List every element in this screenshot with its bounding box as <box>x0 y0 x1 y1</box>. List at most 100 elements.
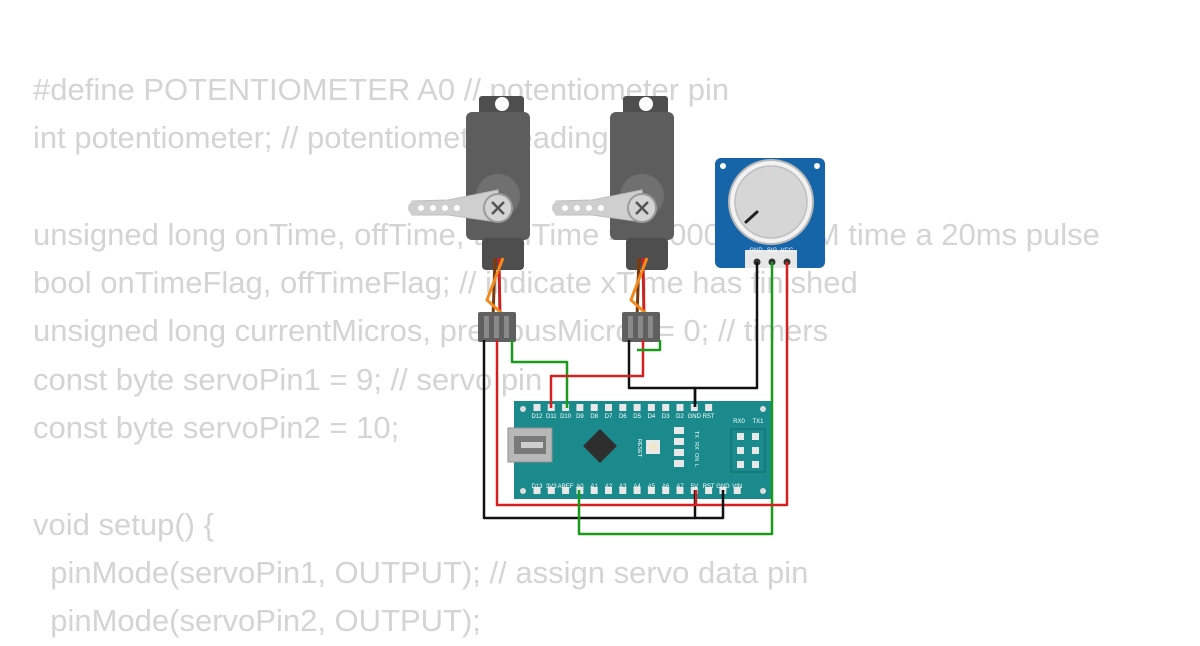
wire-pot-gnd[interactable] <box>693 262 759 407</box>
serial-label-rx0: RX0 <box>733 419 745 425</box>
nano-pin-pad[interactable] <box>590 487 598 494</box>
nano-pin-pad[interactable] <box>705 487 713 494</box>
nano-pin-label: A7 <box>676 484 684 490</box>
pot-pin-label-gnd: GND <box>749 248 763 254</box>
potentiometer-module[interactable]: GND SIG VCC <box>715 158 825 268</box>
pot-pin-label-sig: SIG <box>767 248 778 254</box>
code-line: const byte servoPin2 = 10; <box>33 410 400 446</box>
nano-pin-label: AREF <box>558 484 574 490</box>
nano-pin-pad[interactable] <box>690 404 698 411</box>
servo-mount-hole <box>495 97 509 111</box>
nano-pin-label: A5 <box>648 484 656 490</box>
reset-label: RESET <box>636 439 642 458</box>
wire-pot-vcc[interactable] <box>697 262 789 507</box>
nano-pin-label: D10 <box>560 414 572 420</box>
wires <box>482 262 789 536</box>
nano-pin-pad[interactable] <box>676 404 684 411</box>
nano-pin-pad[interactable] <box>662 487 670 494</box>
led-label-tx: TX <box>693 431 699 438</box>
nano-pin-pad[interactable] <box>533 404 541 411</box>
serial-label-tx1: TX1 <box>752 419 764 425</box>
nano-pin-label: A0 <box>576 484 584 490</box>
servo-mount-tab-bottom <box>482 238 524 270</box>
nano-pin-label: 5V <box>691 484 698 490</box>
nano-pin-label: D6 <box>619 414 627 420</box>
nano-pin-label: VIN <box>732 484 742 490</box>
icsp-header <box>730 428 766 473</box>
nano-pin-pad[interactable] <box>733 487 741 494</box>
nano-pin-pad[interactable] <box>590 404 598 411</box>
servo-wire-brown <box>491 257 497 319</box>
wire-servo1-signal[interactable] <box>510 340 569 408</box>
nano-pin-pad[interactable] <box>633 404 641 411</box>
nano-pin-pad[interactable] <box>576 404 584 411</box>
servo-motor-1[interactable] <box>408 96 530 342</box>
nano-pin-label: RST <box>703 484 715 490</box>
nano-pin-label: A4 <box>633 484 641 490</box>
nano-pin-label: A2 <box>605 484 613 490</box>
pot-pin-label-vcc: VCC <box>781 248 794 254</box>
servo-motor-2[interactable] <box>552 96 674 342</box>
code-background: #define POTENTIOMETER A0 // potentiomete… <box>33 66 1100 646</box>
led-label-rx: RX <box>693 442 699 450</box>
nano-pin-pad[interactable] <box>619 404 627 411</box>
nano-pin-pad[interactable] <box>647 404 655 411</box>
led-rx <box>674 438 684 445</box>
nano-pin-label: GND <box>688 414 702 420</box>
nano-pin-label: D3 <box>662 414 670 420</box>
code-line: void setup() { <box>33 506 214 542</box>
nano-pin-label: D5 <box>633 414 641 420</box>
nano-pin-label: RST <box>703 414 715 420</box>
nano-pin-label: D12 <box>531 414 543 420</box>
nano-pin-pad[interactable] <box>662 404 670 411</box>
servo-screw-icon <box>635 201 649 215</box>
nano-pin-pad[interactable] <box>605 487 612 494</box>
nano-pin-label: GND <box>716 484 730 490</box>
code-line: pinMode(servoPin1, OUTPUT); // assign se… <box>33 554 809 590</box>
nano-pin-pad[interactable] <box>547 487 555 494</box>
led-l <box>674 460 684 467</box>
nano-pin-label: D11 <box>546 414 557 420</box>
code-line: const byte servoPin1 = 9; // servo pin <box>33 361 543 397</box>
nano-pin-label: D7 <box>605 414 613 420</box>
code-line: unsigned long currentMicros, previousMic… <box>33 313 829 349</box>
code-line: bool onTimeFlag, offTimeFlag; // indicat… <box>33 265 858 301</box>
nano-pin-pad[interactable] <box>647 487 655 494</box>
wire-pot-signal[interactable] <box>577 262 774 536</box>
nano-pin-label: A1 <box>591 484 599 490</box>
potentiometer-knob[interactable] <box>734 165 808 239</box>
servo-screw-icon <box>491 201 505 215</box>
nano-pcb <box>514 401 771 499</box>
nano-pin-pad[interactable] <box>562 487 570 494</box>
nano-pin-pad[interactable] <box>676 487 684 494</box>
potentiometer-pointer <box>744 210 759 224</box>
led-label-on: ON <box>693 453 699 461</box>
nano-pin-pad[interactable] <box>619 487 627 494</box>
led-tx <box>674 427 684 434</box>
wire-servo1-vcc[interactable] <box>495 340 698 507</box>
nano-pin-pad[interactable] <box>562 404 570 411</box>
servo-mount-hole <box>639 97 653 111</box>
wire-servo2-vcc[interactable] <box>549 340 645 408</box>
code-line: int potentiometer; // potentiometer read… <box>33 120 609 156</box>
nano-pin-pad[interactable] <box>705 404 713 411</box>
nano-pin-label: A6 <box>662 484 670 490</box>
servo-wire-brown <box>635 257 641 319</box>
nano-pin-pad[interactable] <box>533 487 541 494</box>
nano-pin-label: D9 <box>576 414 584 420</box>
nano-pin-label: D2 <box>676 414 684 420</box>
nano-pin-label: D8 <box>590 414 598 420</box>
nano-pin-pad[interactable] <box>633 487 641 494</box>
nano-pin-pad[interactable] <box>605 404 612 411</box>
wire-servo2-signal[interactable] <box>637 340 662 352</box>
nano-pin-label: A3 <box>619 484 627 490</box>
led-on <box>674 449 684 456</box>
microcontroller-chip <box>583 429 617 463</box>
wire-nano-gnd-bottom[interactable] <box>695 490 725 520</box>
servo-mount-tab-bottom <box>626 238 668 270</box>
nano-pin-label: D4 <box>648 414 656 420</box>
